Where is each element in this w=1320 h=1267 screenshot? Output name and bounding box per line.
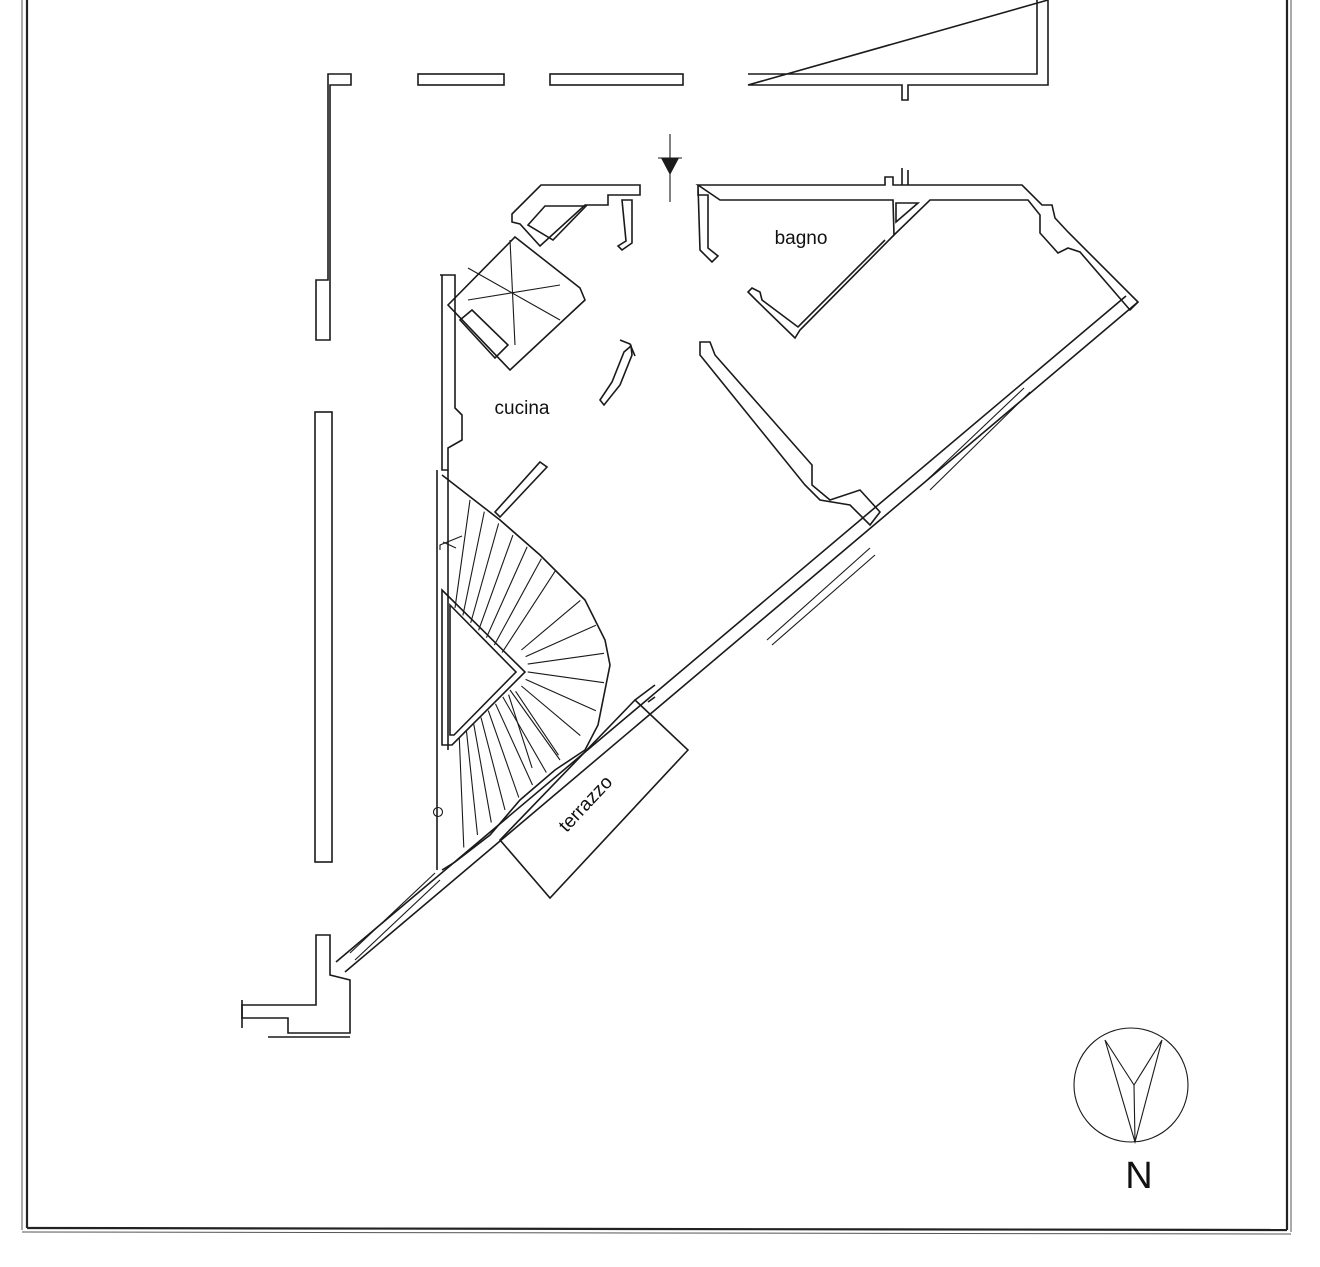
corridor-top-walls bbox=[417, 0, 1049, 101]
room-label-bagno: bagno bbox=[775, 228, 828, 249]
apartment-walls bbox=[335, 168, 1140, 973]
stair-step bbox=[509, 689, 561, 761]
north-label: N bbox=[1125, 1155, 1152, 1197]
stair-step bbox=[480, 717, 506, 811]
stair-step bbox=[525, 624, 597, 658]
stair-step bbox=[473, 724, 492, 823]
stair-step bbox=[465, 731, 479, 836]
stair-step bbox=[527, 671, 605, 684]
room-label-cucina: cucina bbox=[495, 398, 550, 419]
stair-step bbox=[487, 710, 520, 798]
stair-step bbox=[478, 534, 514, 631]
stair-step bbox=[515, 690, 559, 756]
stair-step bbox=[502, 696, 547, 773]
stair-step bbox=[494, 703, 534, 786]
stair-step bbox=[527, 652, 605, 665]
stair-step bbox=[521, 599, 581, 651]
stair-step bbox=[501, 569, 557, 653]
stair-step bbox=[525, 678, 597, 712]
stair-step bbox=[470, 523, 500, 624]
stair-step bbox=[454, 499, 471, 609]
room-label-terrazzo: terrazzo bbox=[555, 772, 617, 837]
bottom-left-walls bbox=[241, 934, 351, 1038]
stair-step bbox=[493, 558, 542, 646]
stair-step bbox=[485, 546, 528, 638]
staircase bbox=[432, 474, 611, 871]
stair-step bbox=[508, 694, 533, 769]
stair-step bbox=[458, 738, 465, 848]
entrance-arrow bbox=[658, 134, 682, 202]
stair-step bbox=[462, 511, 485, 616]
stair-step bbox=[521, 685, 581, 737]
north-arrow: N bbox=[1073, 1027, 1189, 1197]
corridor-left-walls bbox=[314, 73, 352, 863]
sheet-frame bbox=[21, 0, 1292, 1235]
